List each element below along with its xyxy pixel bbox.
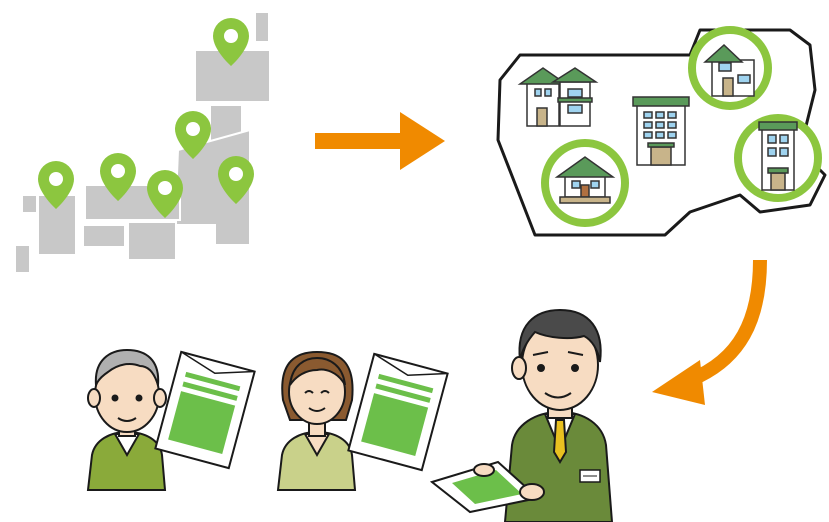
map-kyushu-west (21, 194, 38, 214)
curved-arrow-icon (652, 259, 767, 405)
map-kii (127, 221, 177, 261)
right-arrow-icon (315, 112, 445, 170)
small-house-icon (554, 156, 616, 204)
location-pin-icon (218, 156, 254, 204)
two-story-house-icon (517, 67, 599, 127)
elderly-man (86, 348, 167, 491)
map-okinawa (14, 244, 31, 274)
tall-house-icon (758, 121, 798, 191)
document-envelope-icon (154, 350, 256, 470)
map-hokkaido-tip (254, 11, 270, 43)
location-pin-icon (213, 18, 249, 66)
apartment-building-icon (632, 96, 690, 166)
location-pin-icon (38, 161, 74, 209)
location-pin-icon (147, 170, 183, 218)
highlighted-house-ring (688, 26, 772, 110)
map-shikoku (82, 224, 126, 248)
location-pin-icon (175, 111, 211, 159)
highlighted-house-ring (734, 114, 822, 202)
middle-aged-woman (276, 350, 357, 491)
highlighted-house-ring (541, 139, 629, 227)
location-pin-icon (100, 153, 136, 201)
document-envelope-icon (347, 352, 449, 472)
tablet-document-icon (429, 460, 545, 514)
house-icon (703, 43, 755, 97)
map-pins (38, 18, 254, 218)
